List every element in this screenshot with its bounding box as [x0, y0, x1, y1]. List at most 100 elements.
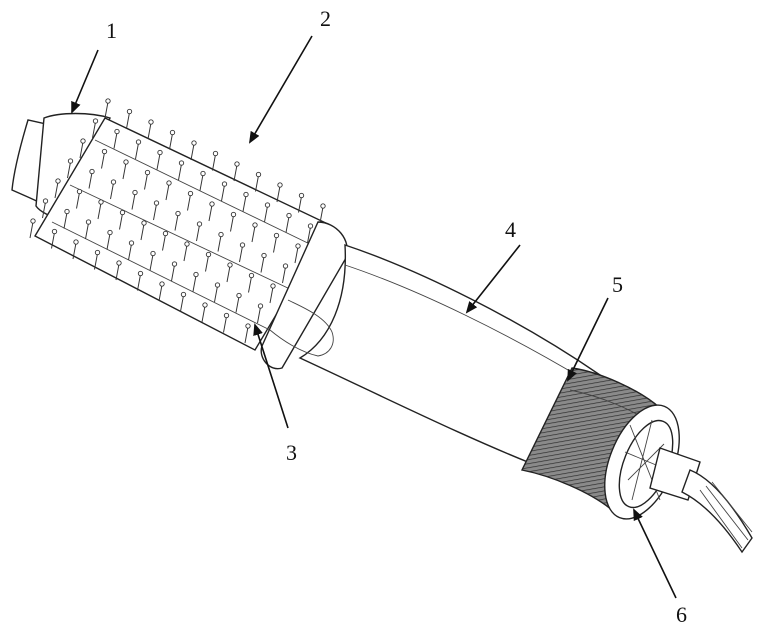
- bristle-tip: [270, 283, 276, 289]
- bristle-tip: [261, 252, 267, 259]
- bristle-tip: [123, 159, 129, 165]
- bristle-tip: [159, 281, 165, 287]
- bristle-tip: [257, 303, 264, 309]
- bristle: [294, 246, 299, 264]
- bristle-tip: [98, 199, 104, 205]
- bristle: [63, 212, 68, 229]
- bristle: [110, 182, 114, 200]
- bristle-tip: [162, 230, 169, 237]
- bristle: [126, 112, 130, 129]
- bristle: [178, 163, 182, 181]
- callout-arrow-6: [633, 508, 677, 599]
- barrel-collar: [260, 221, 348, 370]
- bristle: [230, 215, 234, 232]
- bristle-tip: [141, 220, 147, 226]
- bristle-tip: [236, 292, 242, 299]
- bristle-tip: [148, 119, 154, 125]
- bristle-tip: [193, 271, 199, 278]
- bristle: [233, 164, 238, 182]
- bristle: [42, 201, 46, 219]
- bristle-tip: [243, 191, 249, 198]
- bristle: [251, 225, 256, 243]
- bristle: [29, 221, 34, 239]
- bristle-tip: [171, 261, 178, 267]
- bristle-tip: [132, 189, 138, 196]
- bristle: [187, 194, 191, 211]
- bristle: [147, 122, 152, 140]
- bristle-tip: [202, 302, 208, 308]
- bristle: [285, 216, 290, 233]
- bristle: [106, 233, 111, 250]
- bristle-tip: [42, 198, 49, 204]
- bristle-tip: [255, 171, 262, 178]
- bristle-tip: [191, 140, 197, 146]
- bristle-tip: [218, 231, 224, 238]
- bristle: [244, 326, 249, 344]
- bristle: [273, 236, 277, 253]
- bristle: [298, 196, 302, 213]
- bristle-tip: [73, 239, 79, 245]
- bristle: [158, 284, 163, 302]
- bristle: [174, 214, 179, 231]
- bristle: [140, 223, 145, 241]
- bristle: [88, 172, 93, 189]
- bristle-tip: [298, 192, 305, 199]
- bristle: [201, 305, 206, 323]
- bristle: [85, 222, 89, 240]
- bristle: [104, 101, 109, 119]
- bristle: [183, 244, 188, 262]
- bristle: [72, 242, 77, 260]
- bristle-tip: [286, 212, 292, 219]
- bristle-tip: [80, 138, 86, 144]
- bristle-tip: [51, 228, 58, 235]
- bristle-tip: [234, 161, 240, 167]
- bristle-tip: [55, 178, 61, 184]
- bristle: [319, 206, 324, 224]
- bristle-tip: [214, 282, 221, 288]
- bristle: [51, 232, 55, 249]
- bristle: [67, 161, 71, 179]
- bristle: [153, 203, 157, 221]
- callout-arrow-1: [71, 49, 99, 114]
- bristle-tip: [150, 250, 156, 257]
- bristle: [171, 264, 175, 282]
- bristle-tip: [273, 232, 280, 239]
- bristle: [217, 235, 222, 252]
- bristle: [101, 152, 105, 169]
- bristle-tip: [64, 208, 70, 215]
- bristle-tip: [144, 169, 151, 176]
- bristle-tip: [248, 272, 255, 279]
- bristle: [144, 173, 148, 190]
- bristle: [131, 193, 136, 210]
- bristle: [169, 133, 173, 150]
- bristle-tip: [320, 203, 326, 209]
- bristle-tip: [252, 222, 258, 228]
- bristle: [165, 183, 170, 201]
- bristle: [149, 254, 154, 271]
- bristle-tip: [239, 242, 246, 248]
- callout-label-5: 5: [612, 272, 623, 297]
- bristle-tip: [264, 202, 271, 208]
- callout-label-3: 3: [286, 440, 297, 465]
- callout-arrow-4: [465, 244, 521, 314]
- bristle-tip: [245, 323, 251, 329]
- bristle: [235, 296, 240, 313]
- handle-body: [269, 244, 601, 471]
- bristle-tip: [67, 158, 74, 164]
- bristle: [76, 192, 80, 209]
- bristle-tip: [105, 98, 111, 104]
- bristle-tip: [221, 181, 228, 187]
- bristle: [54, 181, 59, 199]
- bristle-tip: [76, 188, 83, 195]
- bristle-tip: [178, 160, 185, 166]
- power-cord: [649, 447, 753, 554]
- bristle: [137, 274, 141, 291]
- bristle: [269, 286, 274, 304]
- bristle: [156, 153, 161, 170]
- bristle-tip: [175, 210, 181, 217]
- bristle-tip: [223, 312, 230, 319]
- bristle: [92, 121, 96, 139]
- callout-arrow-5: [567, 297, 609, 382]
- callout-arrow-2: [248, 35, 313, 144]
